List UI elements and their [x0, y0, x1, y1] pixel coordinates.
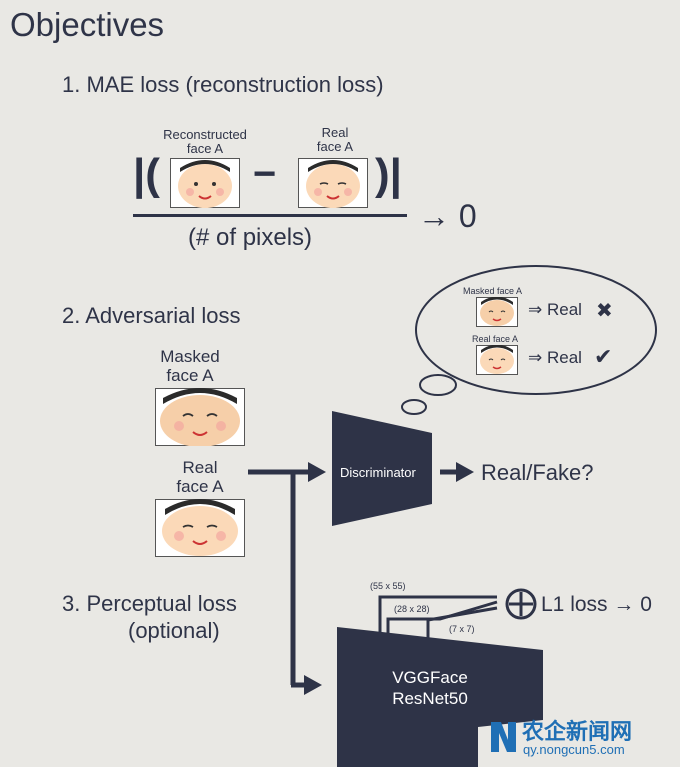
recon-label-line1: Reconstructed: [163, 127, 247, 142]
minus-sign: −: [253, 152, 277, 196]
feature-size-7: (7 x 7): [449, 624, 475, 634]
masked-face-image: [155, 388, 245, 446]
vgg-label-line1: VGGFace: [392, 668, 468, 687]
real-adv-label-line2: face A: [176, 477, 224, 496]
abs-close: )|: [375, 150, 402, 199]
feature-line-7: [426, 606, 498, 640]
discriminator-label: Discriminator: [340, 465, 416, 480]
arrow-to-vgg-head: [304, 675, 322, 695]
adversarial-heading: 2. Adversarial loss: [62, 303, 241, 328]
recon-label-line2: face A: [186, 141, 224, 156]
bubble-implies-real-1: ⇒ Real: [528, 300, 582, 319]
l1-loss-label: L1 loss → 0: [541, 593, 652, 616]
perceptual-optional: (optional): [128, 618, 220, 643]
mae-heading: 1. MAE loss (reconstruction loss): [62, 72, 384, 97]
vgg-label: VGGFace ResNet50: [375, 667, 485, 709]
fraction-bar: [133, 214, 407, 217]
discriminator-block: [332, 411, 432, 526]
real-face-label-mae: Real face A: [295, 126, 375, 154]
real-adv-label-line1: Real: [182, 458, 218, 477]
discriminator-output-label: Real/Fake?: [481, 460, 594, 485]
bubble-real-label: Real face A: [472, 334, 519, 344]
mae-result: → 0: [418, 198, 477, 234]
vgg-block: [337, 627, 543, 767]
bubble-masked-label: Masked face A: [463, 286, 523, 296]
thought-bubble: [415, 265, 657, 395]
page-title: Objectives: [10, 6, 165, 43]
feature-line-55: [378, 595, 497, 632]
masked-face-label: Masked face A: [140, 347, 240, 385]
cross-icon: ✖: [596, 300, 613, 322]
abs-open: |(: [133, 150, 160, 199]
real-label-line2: face A: [316, 139, 354, 154]
watermark-text: 农企新闻网: [522, 719, 633, 744]
watermark-logo: [488, 716, 520, 756]
bubble-implies-real-2: ⇒ Real: [528, 348, 582, 367]
thought-bubble-dot-small: [401, 399, 427, 415]
masked-label-line2: face A: [166, 366, 214, 385]
feature-line-28: [386, 600, 498, 636]
recon-face-label: Reconstructed face A: [150, 128, 260, 156]
feature-size-28: (28 x 28): [394, 604, 430, 614]
reconstructed-face-image: [170, 158, 240, 208]
bubble-real-face: [476, 345, 518, 375]
denominator: (# of pixels): [188, 224, 313, 251]
watermark-url: qy.nongcun5.com: [523, 742, 625, 757]
discriminator-output-head: [456, 462, 474, 482]
watermark-logo-icon: [491, 722, 516, 752]
arrow-to-discriminator-head: [308, 462, 326, 482]
thought-bubble-dot-large: [419, 374, 457, 396]
feature-size-55: (55 x 55): [370, 581, 406, 591]
real-face-image-mae: [298, 158, 368, 208]
sum-circle: [505, 588, 537, 620]
vgg-label-line2: ResNet50: [392, 689, 468, 708]
check-icon: ✔: [594, 344, 613, 369]
masked-label-line1: Masked: [160, 347, 220, 366]
real-face-label-adv: Real face A: [150, 458, 250, 496]
real-face-image-adv: [155, 499, 245, 557]
real-label-line1: Real: [321, 125, 349, 140]
perceptual-heading: 3. Perceptual loss: [62, 591, 237, 616]
bubble-masked-face: [476, 297, 518, 327]
